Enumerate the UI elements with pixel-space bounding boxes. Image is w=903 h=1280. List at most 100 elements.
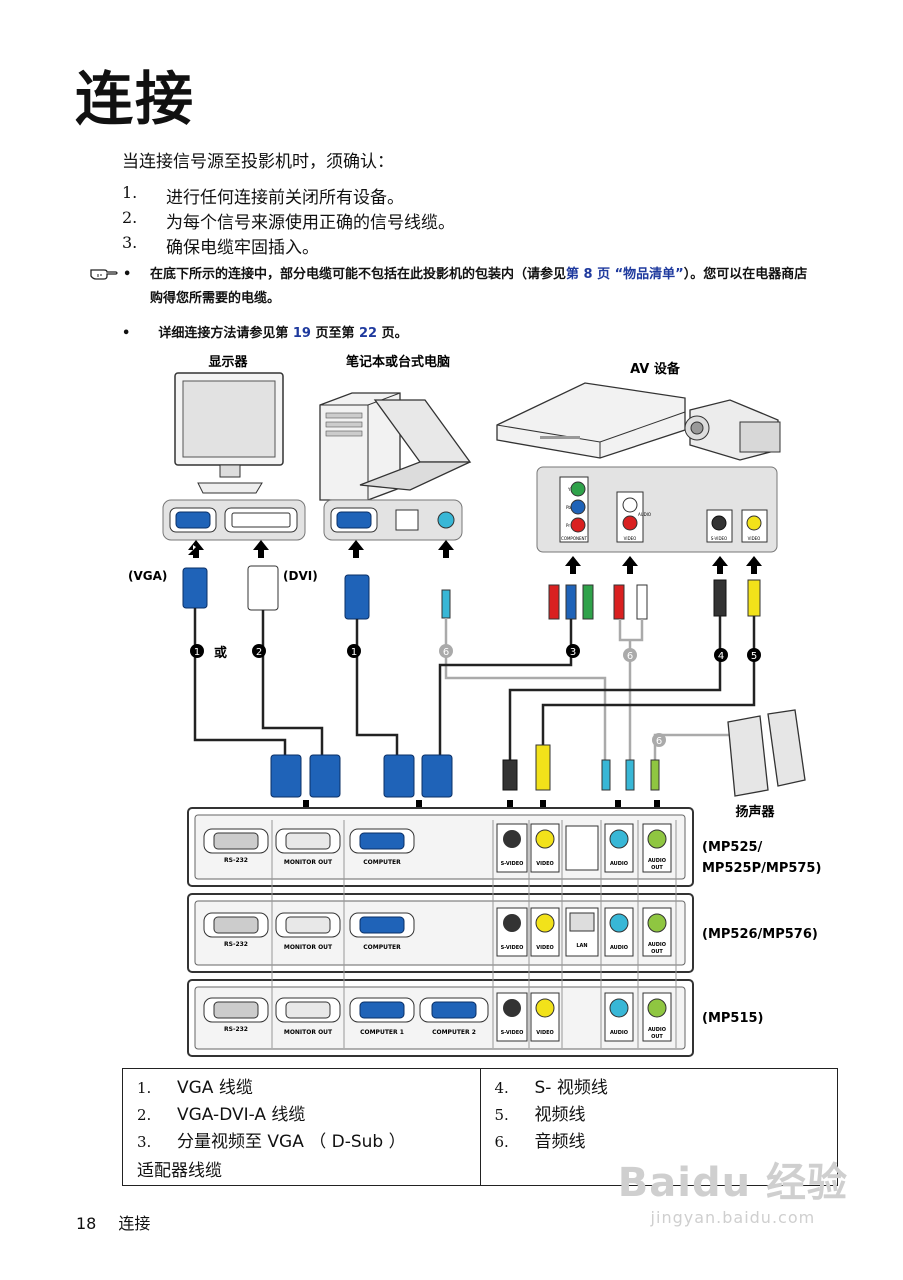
computer-label: 笔记本或台式电脑	[346, 354, 450, 370]
intro-text: 当连接信号源至投影机时，须确认：	[122, 152, 394, 172]
av-component-label: COMPONENT	[561, 536, 587, 541]
cable-name: VGA 线缆	[177, 1078, 253, 1098]
port-label: COMPUTER	[363, 944, 401, 951]
cable-number: 2.	[137, 1106, 152, 1124]
model-label: (MP526/MP576)	[702, 927, 818, 942]
cable-name: 分量视频至 VGA （ D-Sub ）	[177, 1132, 406, 1152]
step-text: 确保电缆牢固插入。	[166, 238, 319, 258]
footer-section: 连接	[118, 1214, 151, 1233]
guide-lines	[271, 820, 677, 1048]
cable-number: 3.	[137, 1133, 152, 1151]
svg-text:4: 4	[718, 651, 724, 662]
projector-panel-mp526: RS-232 MONITOR OUT COMPUTER S-VIDEO VIDE…	[187, 893, 694, 973]
port-label: COMPUTER 2	[432, 1029, 476, 1036]
cable-name: VGA-DVI-A 线缆	[177, 1105, 306, 1125]
items-list-link[interactable]: 第 8 页 “物品清单”	[566, 267, 684, 282]
projector-panel-mp515: RS-232 MONITOR OUT COMPUTER 1 COMPUTER 2…	[187, 979, 694, 1057]
port-label: RS-232	[224, 857, 248, 864]
av-device-illustration	[496, 382, 781, 461]
note-bullet: •	[122, 326, 131, 341]
list-item: 6.音频线	[495, 1129, 838, 1156]
av-audio-label: AUDIO	[638, 512, 651, 517]
cable-badge: 6	[652, 733, 666, 747]
step-text: 为每个信号来源使用正确的信号线缆。	[166, 213, 455, 233]
cable-badge: 5	[747, 648, 761, 662]
model-label: MP525P/MP575)	[702, 861, 821, 876]
component-y-label: Y	[567, 487, 571, 492]
speakers-illustration	[727, 709, 806, 797]
cable-name-continued: 适配器线缆	[137, 1161, 222, 1181]
page-title: 连接	[75, 65, 196, 133]
list-item: 2. VGA-DVI-A 线缆	[137, 1102, 480, 1129]
list-item: 3. 确保电缆牢固插入。	[122, 233, 455, 258]
list-item: 1.VGA 线缆	[137, 1075, 480, 1102]
vga-plug-label: (VGA)	[128, 569, 167, 583]
component-pb-label: Pb	[566, 505, 571, 510]
watermark-url: jingyan.baidu.com	[650, 1208, 816, 1227]
note-text-part: 页。	[377, 326, 408, 341]
list-item: 2. 为每个信号来源使用正确的信号线缆。	[122, 208, 455, 233]
cable-badge: 2	[252, 644, 266, 658]
port-label: AUDIO	[648, 942, 666, 948]
port-label: AUDIO	[648, 1027, 666, 1033]
list-item: 5.视频线	[495, 1102, 838, 1129]
model-label: (MP515)	[702, 1011, 763, 1026]
av-device-label: AV 设备	[630, 361, 681, 377]
or-label: 或	[214, 645, 227, 661]
list-item: 1.进行任何连接前关闭所有设备。	[122, 183, 455, 208]
step-number: 1.	[122, 183, 138, 202]
connection-diagram: 显示器 笔记本或台式电脑 AV 设备 扬声器	[128, 354, 821, 1057]
cable-badge: 4	[714, 648, 728, 662]
computer-illustration	[319, 392, 472, 501]
cable-name: 视频线	[534, 1105, 586, 1125]
cable-number: 4.	[494, 1079, 509, 1097]
note-text: 在底下所示的连接中，部分电缆可能不包括在此投影机的包装内（请参见第 8 页 “物…	[150, 263, 810, 311]
list-item: 4. S- 视频线	[495, 1075, 838, 1102]
cable-badge: 6	[439, 644, 453, 658]
page-number: 18	[76, 1214, 97, 1233]
cable-name: S- 视频线	[534, 1078, 608, 1098]
port-label: COMPUTER	[363, 859, 401, 866]
port-label: VIDEO	[536, 861, 554, 867]
step-number: 2.	[122, 208, 138, 227]
projector-panel-mp525: RS-232 MONITOR OUT COMPUTER S-VIDEO VIDE…	[187, 807, 694, 887]
port-label: MONITOR OUT	[284, 944, 333, 951]
monitor-illustration	[174, 372, 284, 494]
port-label: RS-232	[224, 941, 248, 948]
cable-badge: 1	[347, 644, 361, 658]
pointing-hand-icon	[90, 269, 118, 280]
cable-legend-left: 1.VGA 线缆 2. VGA-DVI-A 线缆 3. 分量视频至 VGA （ D-…	[123, 1069, 480, 1185]
up-arrows	[188, 540, 762, 574]
speakers-label: 扬声器	[735, 804, 775, 820]
page-19-link[interactable]: 19	[292, 326, 311, 341]
note-text-part: 页至第	[310, 326, 359, 341]
steps-list: 1.进行任何连接前关闭所有设备。 2. 为每个信号来源使用正确的信号线缆。 3. 确…	[122, 183, 455, 258]
cable-legend-right: 4. S- 视频线 5.视频线 6.音频线	[479, 1069, 838, 1185]
port-label: LAN	[576, 943, 587, 949]
port-label: VIDEO	[536, 945, 554, 951]
av-video2-label: VIDEO	[748, 536, 761, 541]
step-number: 3.	[122, 233, 138, 252]
port-label: MONITOR OUT	[284, 859, 333, 866]
port-label: OUT	[651, 949, 663, 955]
baidu-watermark: Baidu 经验 jingyan.baidu.com	[618, 1150, 848, 1227]
port-label: AUDIO	[610, 945, 628, 951]
av-svideo-label: S-VIDEO	[711, 536, 727, 541]
svg-text:6: 6	[443, 647, 449, 658]
page-22-link[interactable]: 22	[359, 326, 378, 341]
dvi-plug-label: (DVI)	[283, 569, 318, 583]
svg-text:2: 2	[256, 647, 262, 658]
port-label: AUDIO	[610, 1030, 628, 1036]
page-footer: 18 连接	[76, 1210, 150, 1234]
cable-legend-table: 1.VGA 线缆 2. VGA-DVI-A 线缆 3. 分量视频至 VGA （ D-…	[122, 1068, 838, 1186]
port-label: VIDEO	[536, 1030, 554, 1036]
cable-badge: 1	[190, 644, 204, 658]
cable-badge: 6	[623, 648, 637, 662]
port-label: AUDIO	[610, 861, 628, 867]
svg-text:5: 5	[751, 651, 757, 662]
port-label: AUDIO	[648, 858, 666, 864]
monitor-label: 显示器	[208, 355, 248, 370]
watermark-logo: Baidu 经验	[617, 1160, 848, 1206]
cable-badge: 3	[566, 644, 580, 658]
cable-name: 音频线	[534, 1132, 586, 1152]
